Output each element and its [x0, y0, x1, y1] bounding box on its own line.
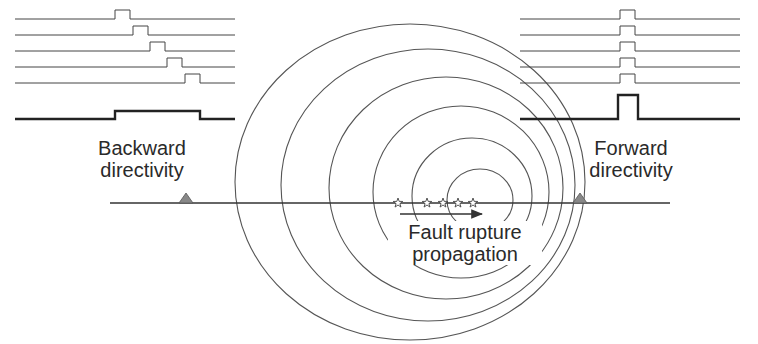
- rupture-star: [453, 198, 463, 207]
- waveform-trace: [520, 58, 740, 67]
- waveform-trace: [15, 42, 235, 51]
- waveform-trace: [520, 74, 740, 83]
- waveform-trace: [520, 10, 740, 19]
- rupture-star: [422, 198, 432, 207]
- propagation-arrow: [400, 213, 482, 215]
- waveform-trace: [15, 26, 235, 35]
- rupture-label: Fault rupture propagation: [388, 221, 542, 265]
- summed-waveform: [520, 95, 740, 119]
- waveform-trace: [15, 10, 235, 19]
- rupture-star: [468, 198, 478, 207]
- wavefront-circle: [329, 77, 563, 299]
- summed-waveform: [15, 111, 235, 119]
- wavefront-circle: [235, 24, 585, 340]
- waveform-trace: [15, 58, 235, 67]
- rupture-star: [393, 198, 403, 207]
- waveform-trace: [520, 26, 740, 35]
- wavefront-circle: [281, 49, 575, 321]
- waveform-trace: [15, 74, 235, 83]
- wavefront-circle: [373, 106, 549, 278]
- station-label: Backward directivity: [72, 137, 212, 181]
- station-triangle: [573, 193, 587, 203]
- rupture-star: [438, 198, 448, 207]
- station-label: Forward directivity: [566, 137, 696, 181]
- station-triangle: [179, 193, 193, 203]
- waveform-trace: [520, 42, 740, 51]
